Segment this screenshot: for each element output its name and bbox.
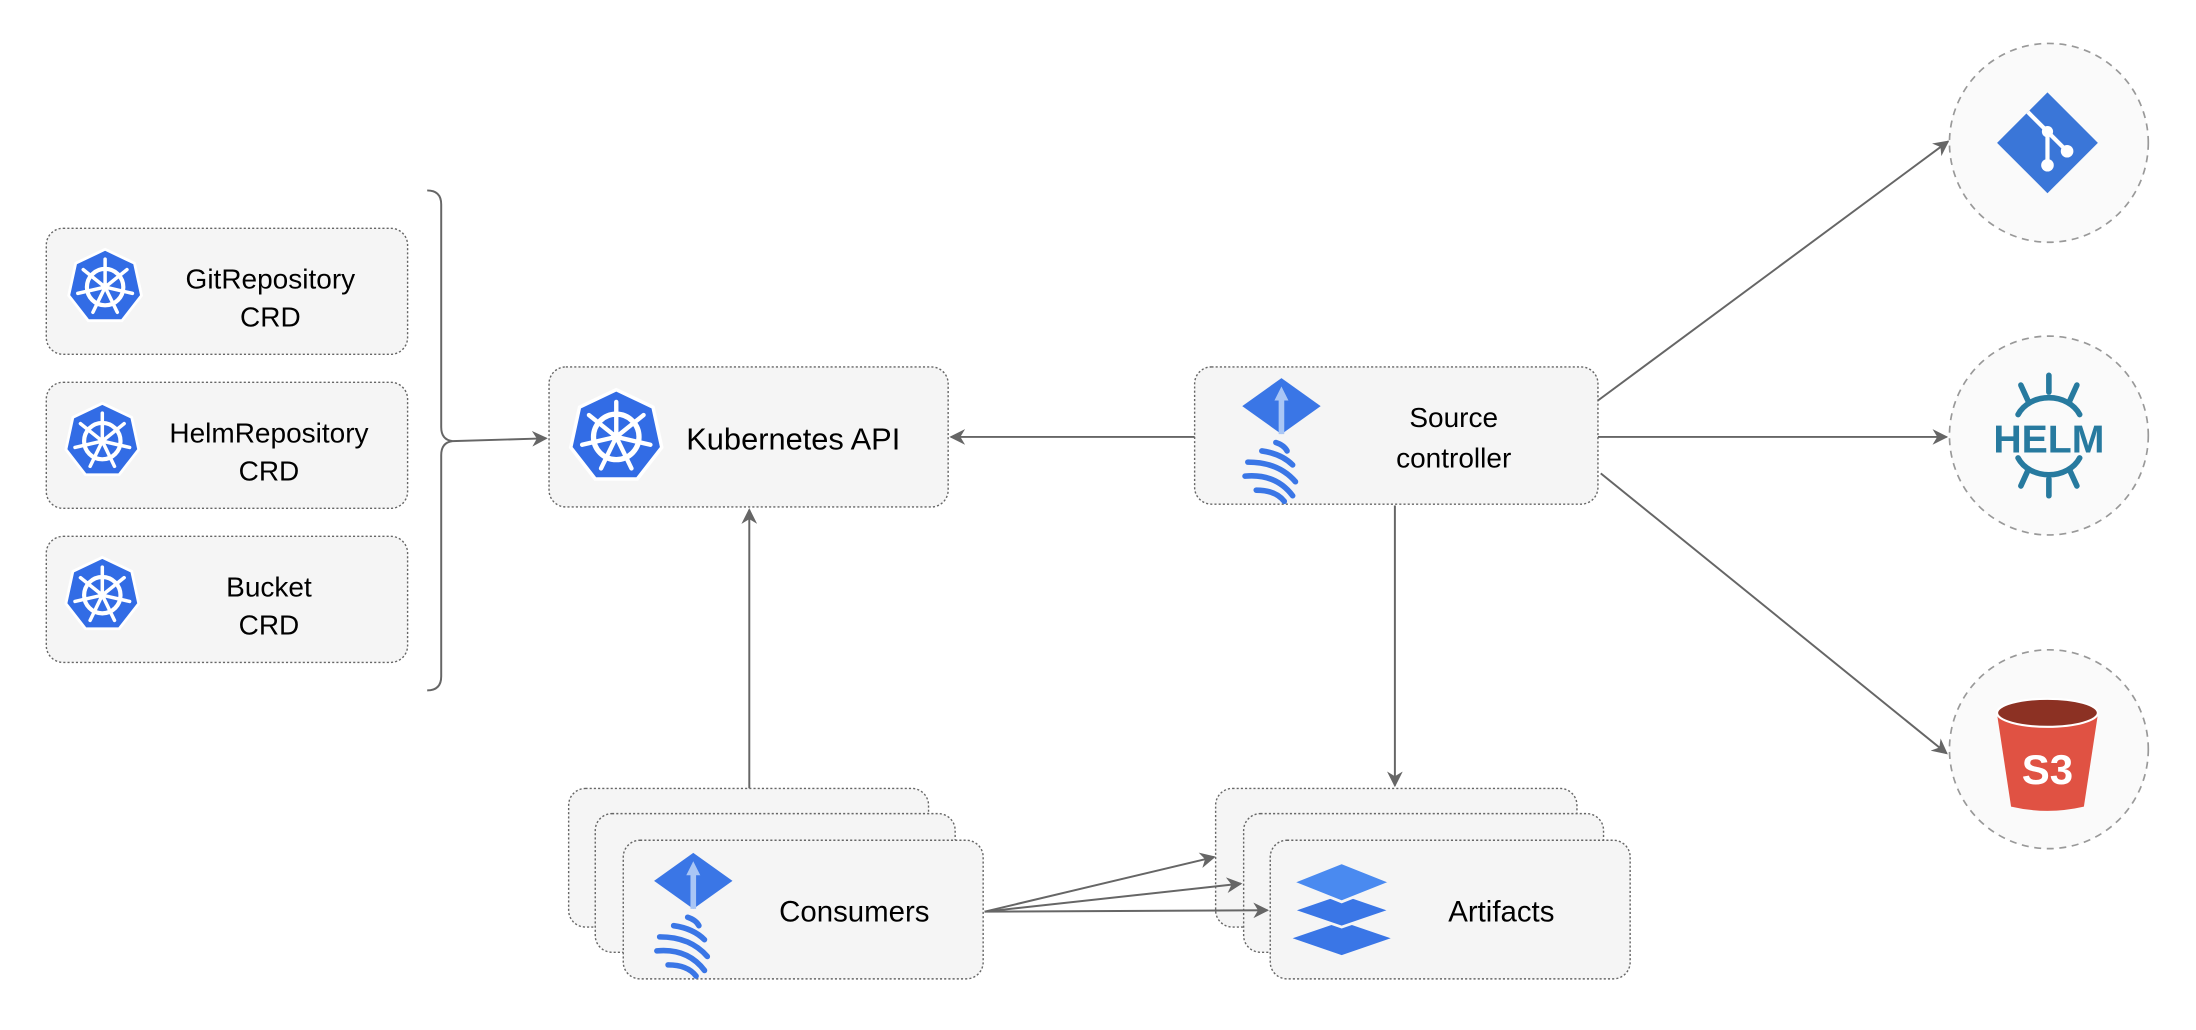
helm-icon: HELM: [1993, 372, 2104, 499]
crd-label: Bucket: [226, 572, 312, 603]
kubernetes-api-node[interactable]: Kubernetes API: [548, 366, 949, 508]
kubernetes-icon: [69, 249, 142, 320]
edge-consumers-to-artifacts: [984, 877, 1243, 913]
crd-bucket[interactable]: Bucket CRD: [45, 535, 409, 664]
artifacts-label: Artifacts: [1448, 895, 1554, 928]
kubernetes-icon: [66, 403, 139, 474]
layers-icon: [1288, 861, 1396, 956]
edge-consumers-to-artifacts: [984, 902, 1270, 919]
crd-label: GitRepository: [186, 263, 356, 294]
source-controller-label: controller: [1396, 443, 1511, 474]
kubernetes-icon: [571, 390, 662, 479]
s3-bucket-icon: S3: [1996, 697, 2099, 811]
edge-crds-to-api: [452, 430, 548, 447]
crd-helmrepository[interactable]: HelmRepository CRD: [45, 381, 409, 510]
s3-source[interactable]: S3: [1948, 648, 2150, 850]
crd-label: CRD: [239, 609, 300, 640]
s3-logo-text: S3: [2022, 746, 2073, 793]
source-controller-node[interactable]: Source controller: [1193, 366, 1599, 505]
crd-bracket: [427, 189, 453, 692]
crd-label: HelmRepository: [169, 418, 368, 449]
kubernetes-api-label: Kubernetes API: [686, 422, 900, 457]
crd-gitrepository[interactable]: GitRepository CRD: [45, 227, 409, 356]
edge-controller-to-s3: [1600, 472, 1948, 755]
edge-consumers-to-artifacts: [984, 852, 1216, 913]
helm-logo-text: HELM: [1993, 418, 2104, 461]
kubernetes-icon: [66, 557, 139, 628]
helm-source[interactable]: HELM: [1948, 335, 2150, 536]
crd-label: CRD: [240, 301, 301, 332]
consumers-node[interactable]: Consumers: [567, 787, 984, 980]
edge-controller-to-git: [1597, 140, 1950, 402]
git-icon: [1997, 92, 2098, 194]
source-controller-label: Source: [1409, 402, 1498, 433]
consumers-label: Consumers: [779, 895, 929, 928]
git-source[interactable]: [1948, 42, 2150, 244]
artifacts-node[interactable]: Artifacts: [1214, 787, 1631, 980]
crd-label: CRD: [239, 455, 300, 486]
